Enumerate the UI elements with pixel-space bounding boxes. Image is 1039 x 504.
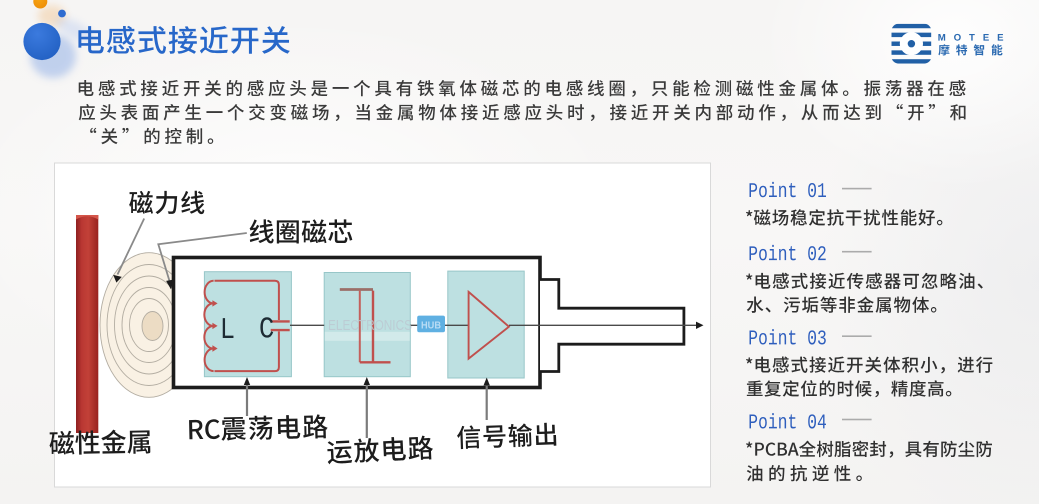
svg-text:ELECTRONICS: ELECTRONICS — [328, 318, 412, 334]
svg-text:HUB: HUB — [421, 320, 441, 332]
